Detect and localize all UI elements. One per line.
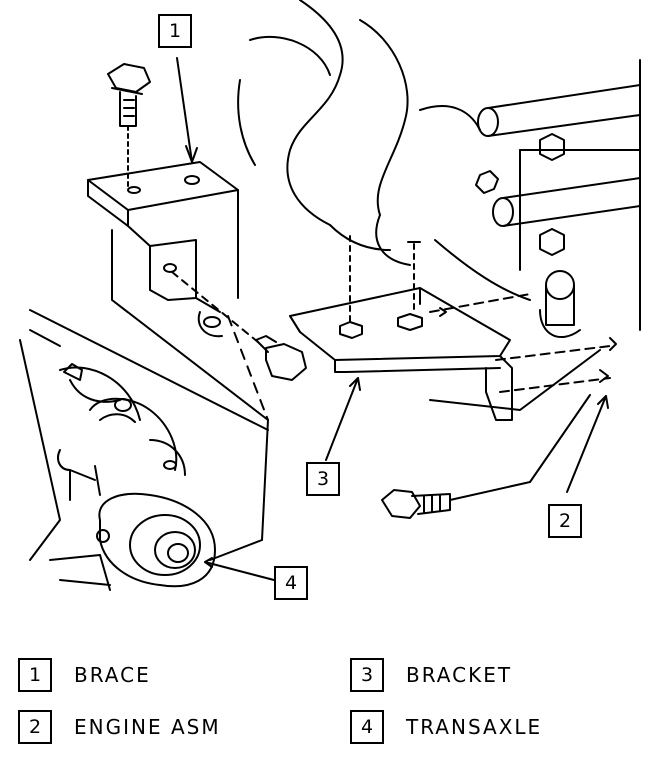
legend-label: TRANSAXLE xyxy=(406,715,543,739)
line-drawing xyxy=(0,0,672,640)
callout-3: 3 xyxy=(306,462,340,496)
callout-4: 4 xyxy=(274,566,308,600)
engine-outline xyxy=(238,0,640,410)
legend-label: BRACE xyxy=(74,663,151,687)
bolt-top xyxy=(108,64,150,186)
legend-num: 3 xyxy=(350,658,384,692)
bolt-brace-lower xyxy=(172,272,306,380)
parts-legend: 1 BRACE 2 ENGINE ASM 3 BRACKET 4 TRANSAX… xyxy=(0,640,672,774)
legend-num: 2 xyxy=(18,710,52,744)
legend-num: 1 xyxy=(18,658,52,692)
legend-item-engine-asm: 2 ENGINE ASM xyxy=(18,710,221,744)
transaxle-part xyxy=(20,310,268,590)
brace-part xyxy=(88,162,238,336)
legend-item-transaxle: 4 TRANSAXLE xyxy=(350,710,542,744)
legend-item-brace: 1 BRACE xyxy=(18,658,151,692)
callout-leaders xyxy=(177,58,608,580)
legend-num: 4 xyxy=(350,710,384,744)
bolt-bracket-side xyxy=(382,395,590,518)
legend-item-bracket: 3 BRACKET xyxy=(350,658,512,692)
bracket-part xyxy=(290,236,616,420)
exploded-view-diagram: 1 3 2 4 xyxy=(0,0,672,640)
mounting-plane xyxy=(112,230,268,540)
callout-2: 2 xyxy=(548,504,582,538)
callout-1: 1 xyxy=(158,14,192,48)
legend-label: BRACKET xyxy=(406,663,513,687)
legend-label: ENGINE ASM xyxy=(74,715,221,739)
